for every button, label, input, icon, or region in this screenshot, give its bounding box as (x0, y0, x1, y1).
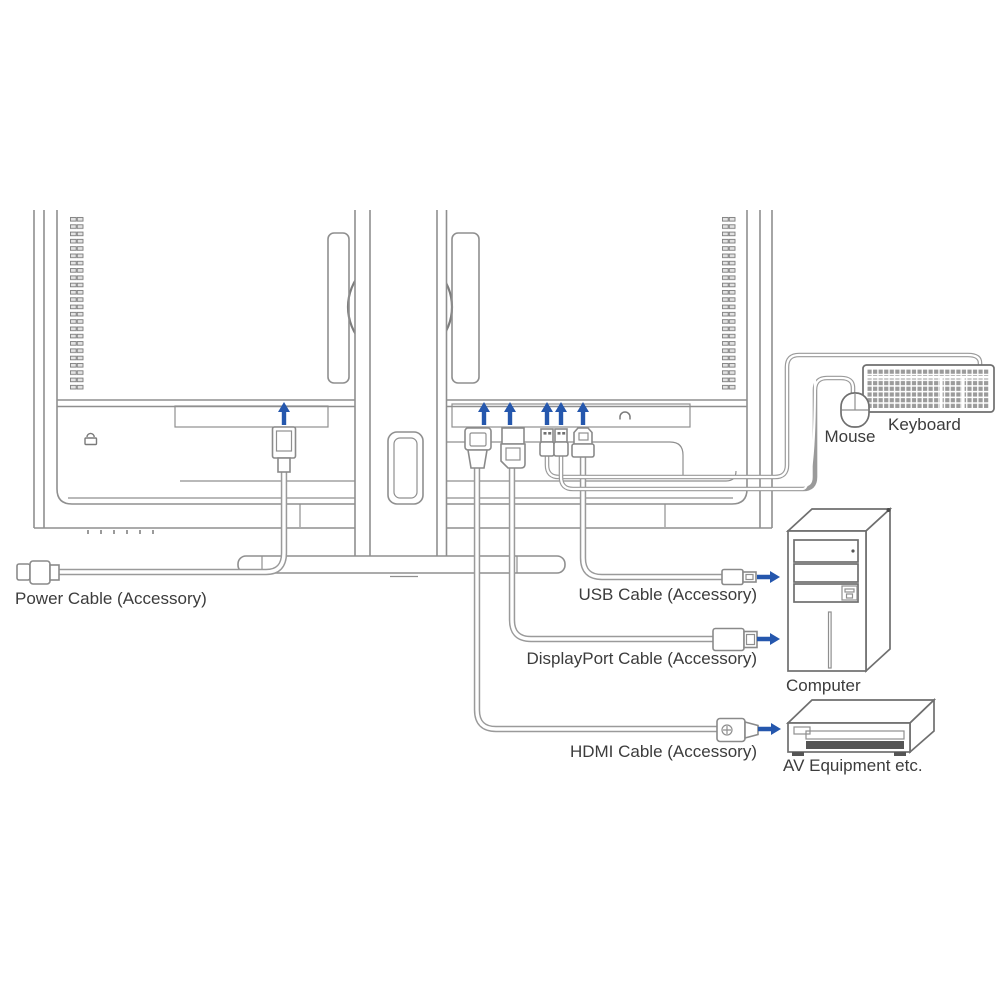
control-button-ticks (87, 530, 154, 534)
port-arrows (278, 402, 781, 735)
keyboard-cable (544, 352, 983, 480)
power-cable (59, 468, 288, 576)
monitor-stand (237, 208, 566, 578)
right-arrow-icon (757, 633, 780, 645)
av-equipment (785, 698, 937, 756)
computer-tower (785, 507, 893, 673)
security-lock-icon (84, 432, 98, 446)
headphone-jack-icon (619, 411, 631, 420)
cable-management-hole (387, 431, 424, 505)
left-vent-grille (70, 216, 84, 392)
hdmi-cable-end (716, 717, 759, 743)
right-arrow-icon (758, 723, 781, 735)
usb-cable (579, 455, 724, 581)
usb-a-connector-2 (553, 428, 569, 457)
hdmi-cable (473, 464, 720, 733)
usb-cable-end (721, 568, 757, 586)
stand-side-panel-right (451, 232, 480, 384)
mouse (840, 392, 870, 428)
floppy-drive (841, 585, 858, 601)
stand-side-panel-left (327, 232, 350, 384)
usb-cable-label: USB Cable (Accessory) (578, 585, 757, 604)
up-arrow-icon (504, 402, 516, 425)
mouse-label: Mouse (824, 427, 875, 446)
displayport-cable (508, 466, 716, 643)
labels: Power Cable (Accessory) USB Cable (Acces… (15, 415, 961, 775)
displayport-cable-label: DisplayPort Cable (Accessory) (526, 649, 757, 668)
power-cable-label: Power Cable (Accessory) (15, 589, 207, 608)
up-arrow-icon (541, 402, 553, 425)
right-vent-grille (722, 216, 736, 392)
up-arrow-icon (577, 402, 589, 425)
stand-base (237, 555, 566, 578)
av-equipment-label: AV Equipment etc. (783, 756, 923, 775)
displayport-cable-end (712, 627, 758, 652)
usb-b-connector (571, 427, 595, 458)
computer-label: Computer (786, 676, 861, 695)
up-arrow-icon (478, 402, 490, 425)
keyboard (862, 364, 995, 413)
keyboard-label: Keyboard (888, 415, 961, 434)
disc-tray-slot (806, 741, 904, 749)
usb-a-connector-1 (539, 428, 555, 457)
displayport-connector (500, 427, 526, 469)
power-plug (16, 560, 60, 585)
right-arrow-icon (757, 571, 780, 583)
hdmi-cable-label: HDMI Cable (Accessory) (570, 742, 757, 761)
hdmi-connector (464, 427, 492, 469)
power-connector (271, 426, 297, 473)
mouse-cable (558, 375, 856, 492)
up-arrow-icon (555, 402, 567, 425)
